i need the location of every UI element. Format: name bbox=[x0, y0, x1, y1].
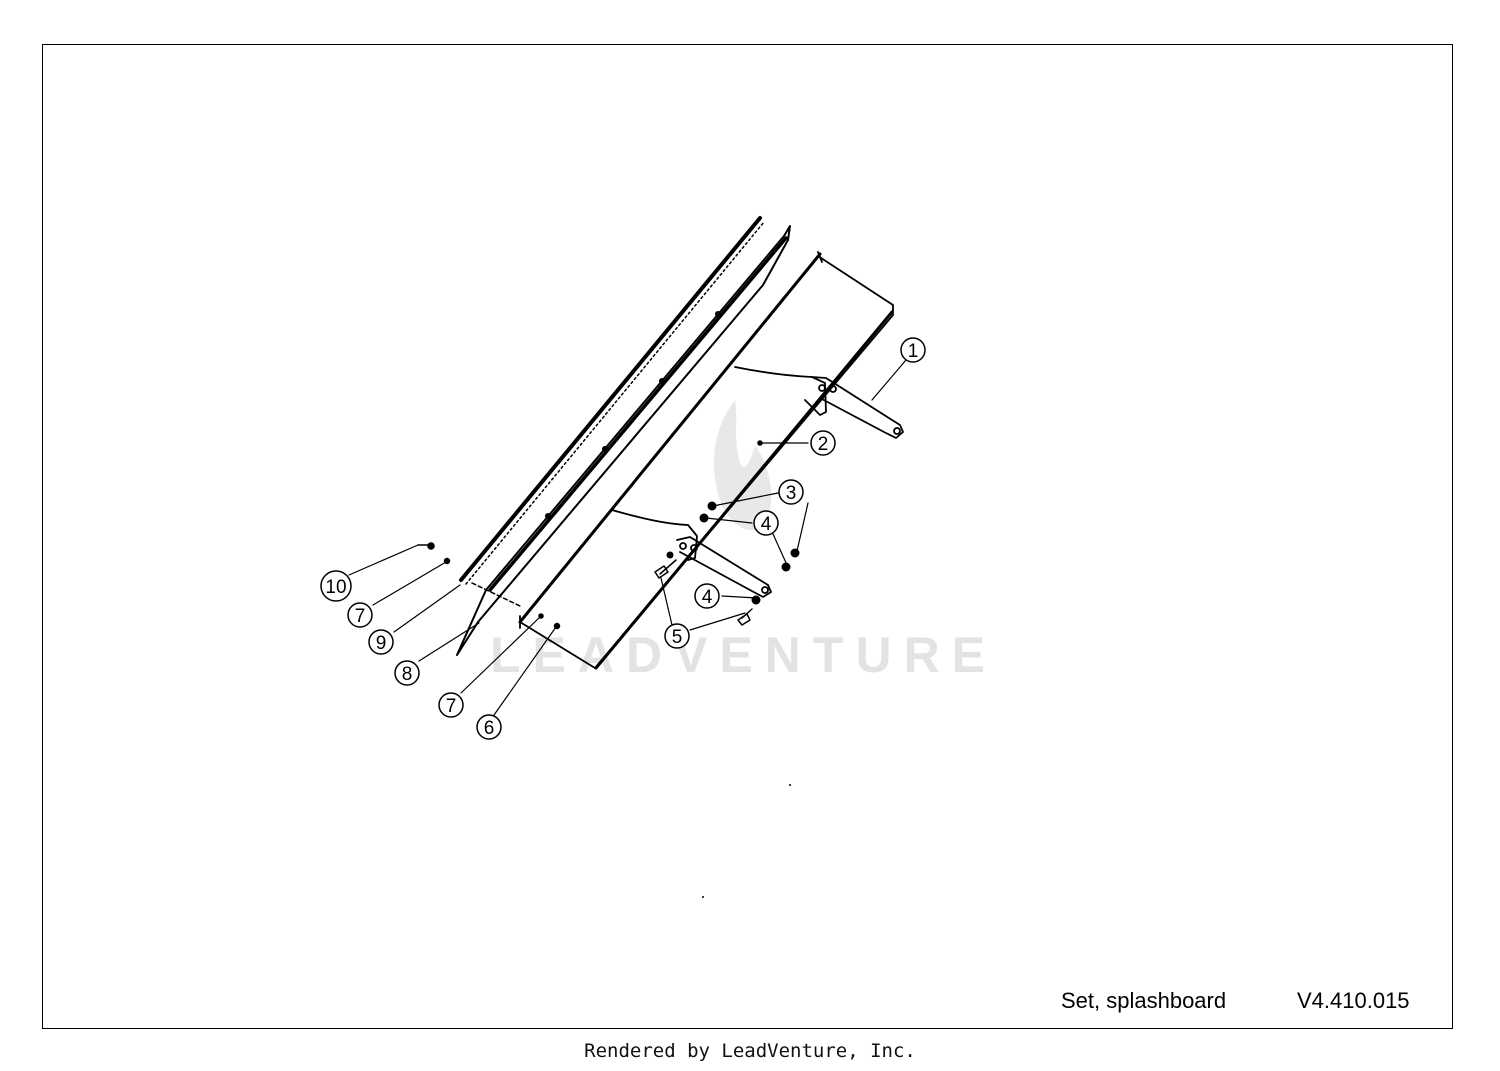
callout-4-upper: 4 bbox=[761, 514, 772, 535]
speck-mark bbox=[702, 896, 704, 898]
splashboard-panel bbox=[518, 251, 894, 670]
callout-labels: 1 2 3 4 4 5 6 7 7 8 9 10 bbox=[325, 341, 918, 739]
speck-mark bbox=[789, 784, 791, 786]
callout-5: 5 bbox=[672, 627, 683, 648]
lower-bracket-arm bbox=[611, 509, 772, 598]
callout-6: 6 bbox=[484, 718, 495, 739]
serrated-strip bbox=[459, 216, 765, 585]
leader-lines bbox=[348, 359, 907, 716]
watermark: LEADVENTURE bbox=[490, 400, 997, 683]
callout-2: 2 bbox=[818, 434, 829, 455]
fastener-hardware bbox=[654, 501, 800, 626]
part-number: V4.410.015 bbox=[1297, 988, 1410, 1013]
footer-credit: Rendered by LeadVenture, Inc. bbox=[584, 1040, 916, 1062]
drawing-frame bbox=[42, 44, 1453, 1029]
callout-1: 1 bbox=[908, 341, 919, 362]
callout-4-lower: 4 bbox=[702, 587, 713, 608]
callout-3: 3 bbox=[786, 483, 797, 504]
callout-8: 8 bbox=[402, 664, 413, 685]
part-title: Set, splashboard bbox=[1061, 988, 1227, 1013]
watermark-text: LEADVENTURE bbox=[490, 627, 997, 683]
callout-7-right: 7 bbox=[446, 696, 457, 717]
callout-9: 9 bbox=[376, 633, 387, 654]
callout-7-left: 7 bbox=[355, 606, 366, 627]
callout-10: 10 bbox=[325, 577, 346, 598]
rubber-flap bbox=[456, 225, 791, 656]
callout-circles bbox=[320, 337, 926, 740]
upper-bracket-arm bbox=[734, 366, 904, 439]
